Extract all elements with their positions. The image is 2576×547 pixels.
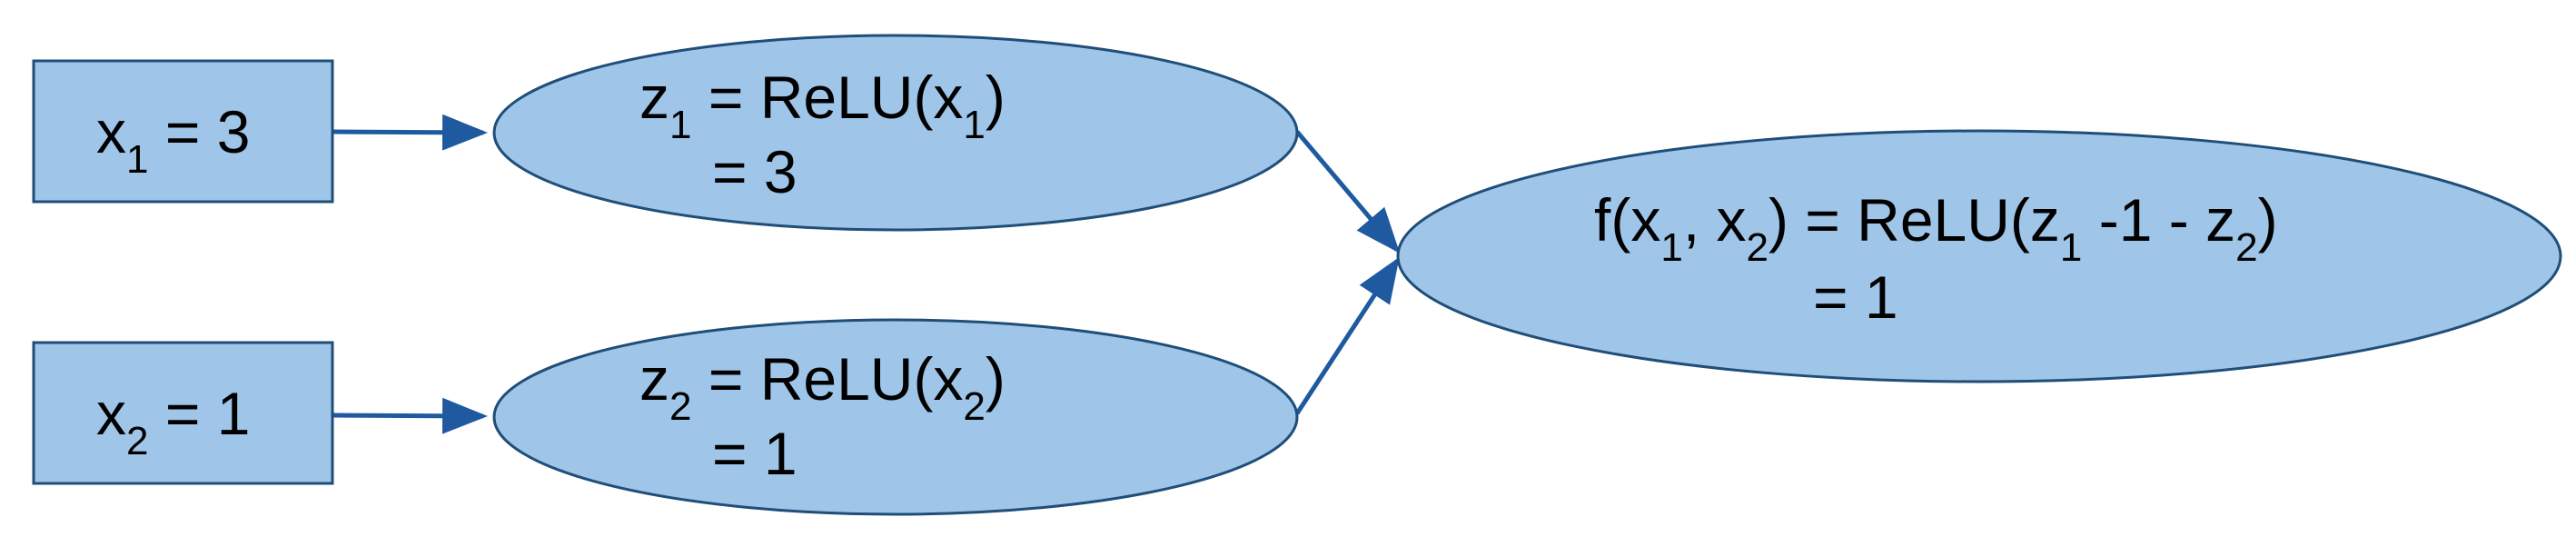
label-z1-result: = 3	[712, 138, 798, 205]
label-x1: x1 = 3	[96, 98, 250, 182]
input-node-x1: x1 = 3	[32, 59, 334, 204]
edges	[332, 114, 1401, 434]
hidden-node-z1: z1 = ReLU(x1) = 3	[492, 34, 1299, 232]
edge-z2-to-f	[1294, 256, 1400, 415]
hidden-node-z2: z2 = ReLU(x2) = 1	[492, 318, 1299, 516]
label-z2-formula: z2 = ReLU(x2)	[639, 345, 1006, 429]
edge-x1-to-z1	[332, 114, 488, 151]
label-f-formula: f(x1, x2) = ReLU(z1 -1 - z2)	[1594, 186, 2278, 270]
output-node-f: f(x1, x2) = ReLU(z1 -1 - z2) = 1	[1396, 129, 2562, 383]
label-x2: x2 = 1	[96, 380, 250, 463]
ellipse-z1	[492, 34, 1299, 232]
edge-x2-to-z2	[332, 397, 488, 434]
label-z1-formula: z1 = ReLU(x1)	[639, 64, 1006, 147]
input-node-x2: x2 = 1	[32, 341, 334, 485]
label-z2-result: = 1	[712, 420, 798, 487]
input-box-x1	[32, 59, 334, 204]
ellipse-f	[1396, 129, 2562, 383]
edge-z1-to-f	[1295, 130, 1401, 254]
input-box-x2	[32, 341, 334, 485]
label-f-result: = 1	[1813, 264, 1898, 331]
ellipse-z2	[492, 318, 1299, 516]
